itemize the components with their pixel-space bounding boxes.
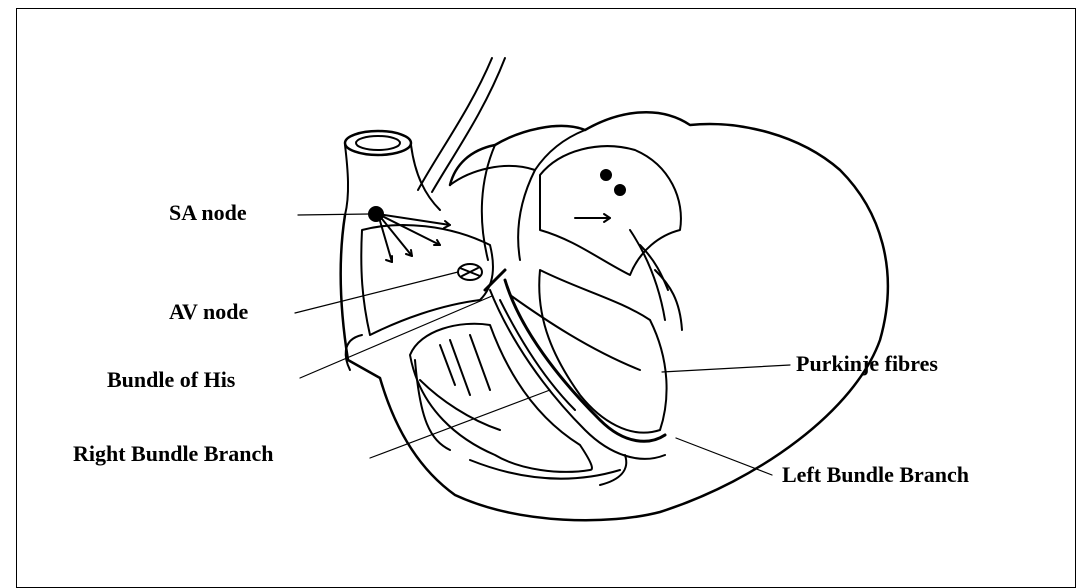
lead-wire: [418, 58, 505, 192]
label-left-bundle-branch: Left Bundle Branch: [782, 464, 969, 486]
sa-node-mark: [369, 207, 383, 221]
heart-outline: [341, 112, 888, 520]
label-av-node: AV node: [169, 301, 248, 323]
leader-lines: [295, 214, 790, 475]
label-bundle-of-his: Bundle of His: [107, 369, 235, 391]
vena-cava: [345, 131, 440, 215]
conduction-arrows: [378, 214, 450, 262]
left-atrium: [540, 146, 681, 275]
label-purkinje-fibres: Purkinje fibres: [796, 353, 938, 375]
aorta: [450, 130, 585, 260]
label-sa-node: SA node: [169, 202, 247, 224]
av-node-mark: [458, 264, 482, 280]
left-ventricle: [539, 270, 666, 433]
label-right-bundle-branch: Right Bundle Branch: [73, 443, 274, 465]
